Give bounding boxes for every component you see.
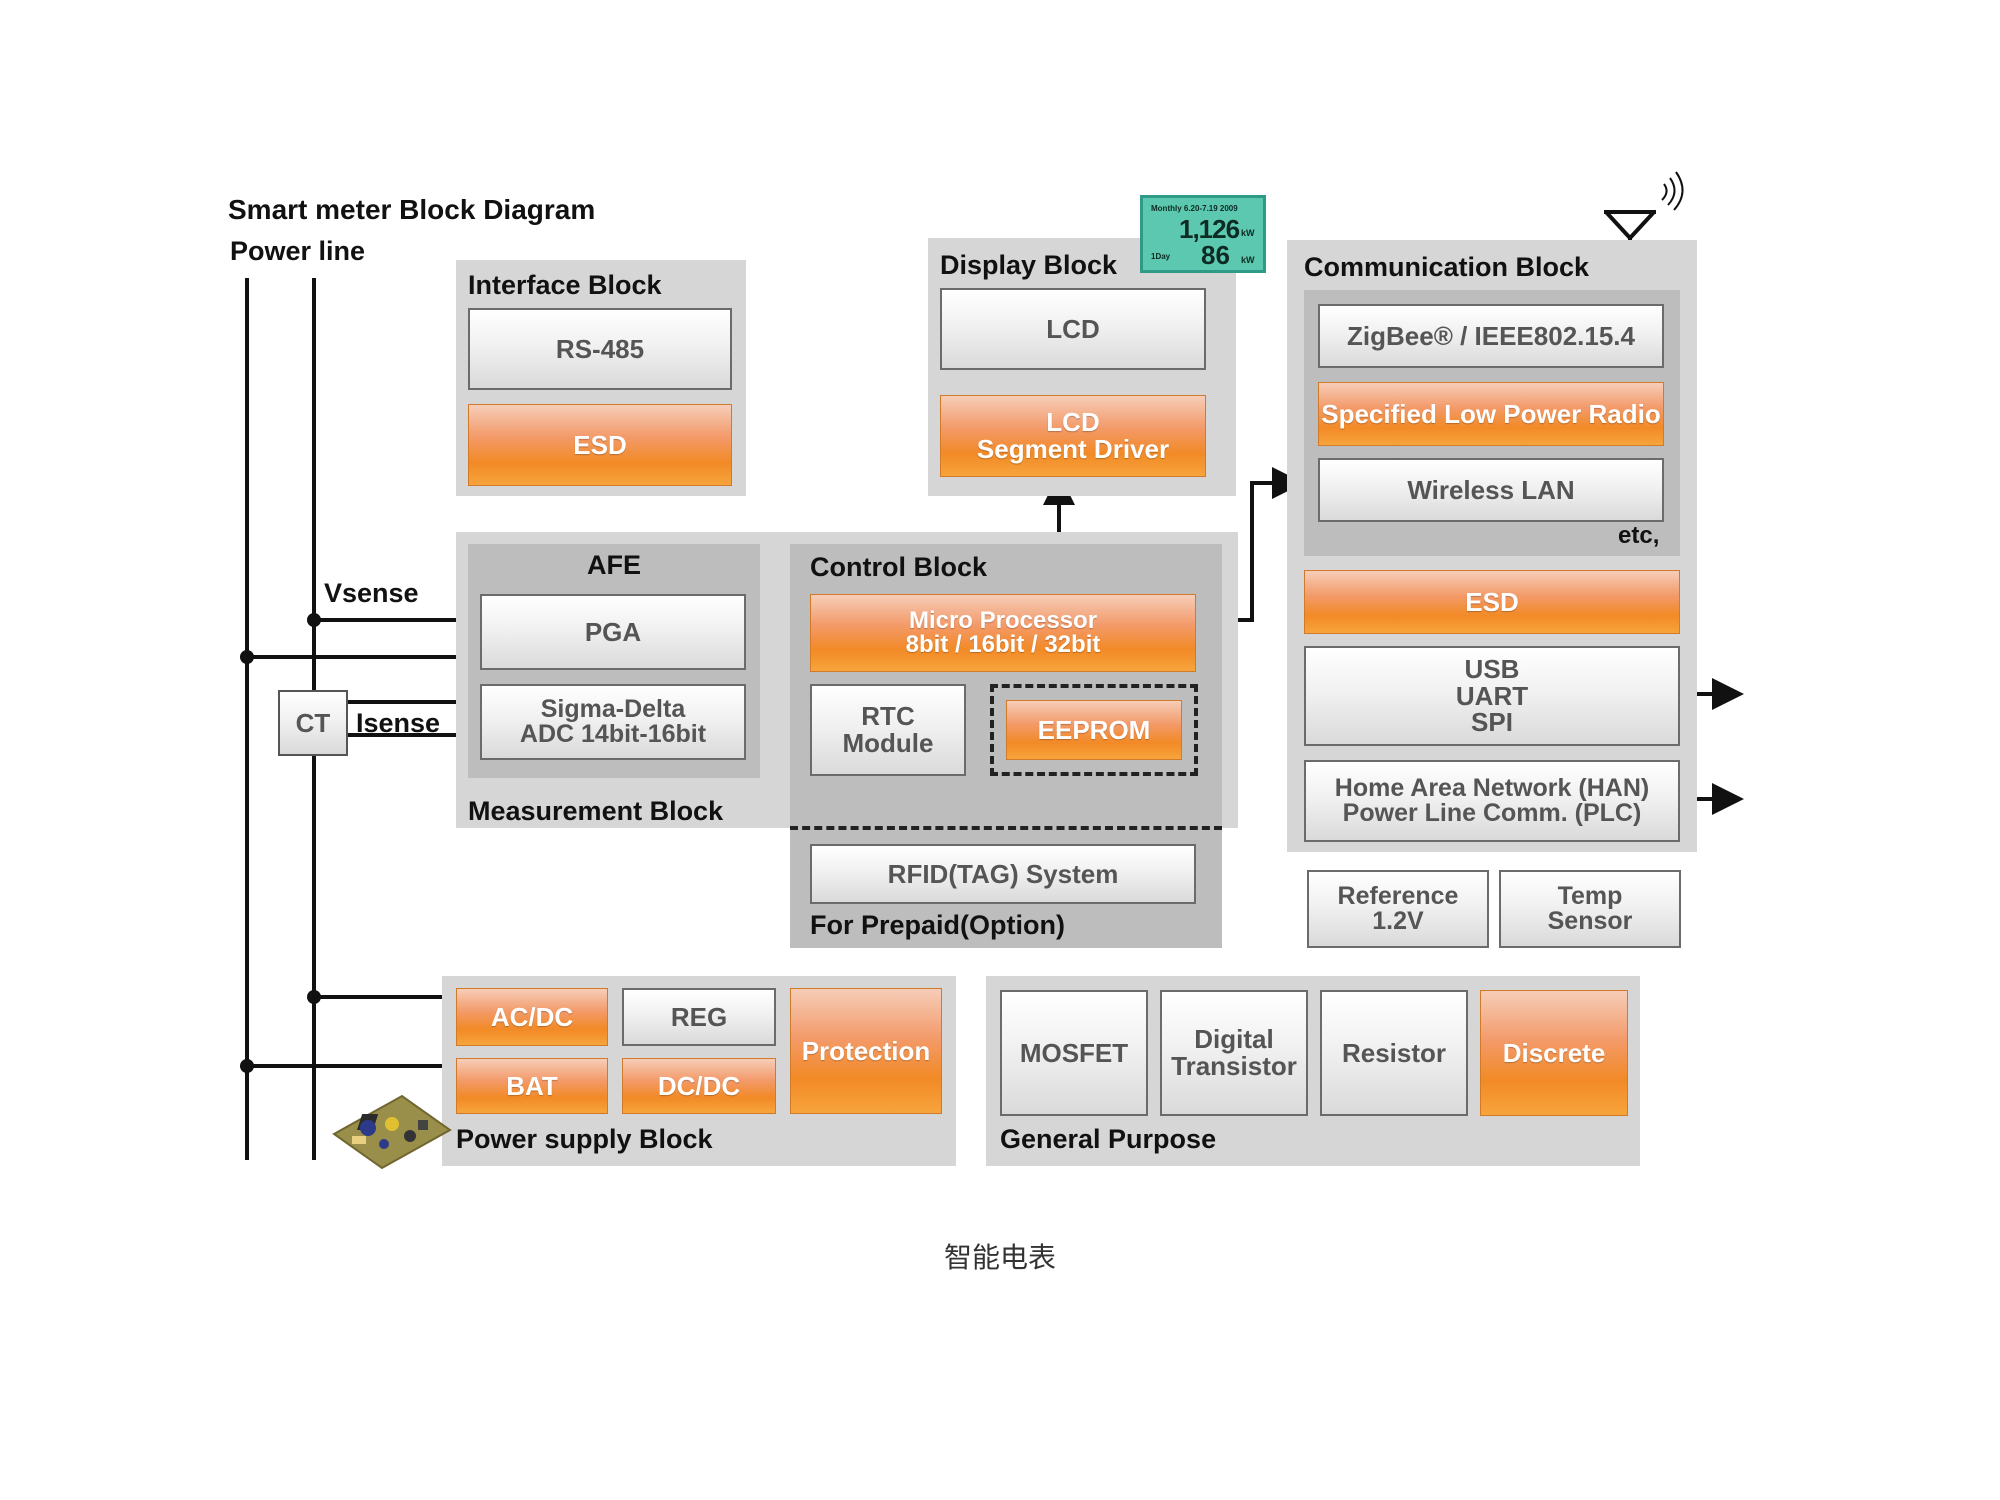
digital-transistor-box: Digital Transistor xyxy=(1160,990,1308,1116)
mosfet-box: MOSFET xyxy=(1000,990,1148,1116)
figure-caption: 智能电表 xyxy=(943,1241,1056,1274)
lcd-panel-image: Monthly 6.20-7.19 2009 1,126 kW 1Day 86 … xyxy=(1140,195,1266,273)
display-block-title: Display Block xyxy=(940,250,1118,280)
prepaid-divider xyxy=(790,826,1222,830)
interface-esd-box: ESD xyxy=(468,404,732,486)
reference-box: Reference 1.2V xyxy=(1307,870,1489,948)
acdc-box: AC/DC xyxy=(456,988,608,1046)
antenna-arm-right xyxy=(1628,210,1656,240)
comm-esd-box: ESD xyxy=(1304,570,1680,634)
ct-box: CT xyxy=(278,690,348,756)
zigbee-box: ZigBee® / IEEE802.15.4 xyxy=(1318,304,1664,368)
vsense-label: Vsense xyxy=(324,578,419,608)
etc-label: etc, xyxy=(1618,522,1660,549)
isense-label: Isense xyxy=(356,708,441,738)
discrete-box: Discrete xyxy=(1480,990,1628,1116)
resistor-box: Resistor xyxy=(1320,990,1468,1116)
power-supply-block-title: Power supply Block xyxy=(456,1124,713,1154)
wireless-lan-box: Wireless LAN xyxy=(1318,458,1664,522)
power-line-label: Power line xyxy=(230,236,366,266)
measurement-block-title: Measurement Block xyxy=(468,796,724,826)
low-power-radio-box: Specified Low Power Radio xyxy=(1318,382,1664,446)
temp-sensor-box: Temp Sensor xyxy=(1499,870,1681,948)
diagram-title: Smart meter Block Diagram xyxy=(228,194,596,225)
lcd-panel-value1: 1,126 xyxy=(1179,214,1240,244)
lcd-panel-line1: Monthly 6.20-7.19 2009 xyxy=(1151,204,1238,213)
reg-box: REG xyxy=(622,988,776,1046)
lcd-panel-line2: 1Day xyxy=(1151,252,1171,261)
lcd-panel-unit2: kW xyxy=(1241,255,1255,265)
micro-processor-box: Micro Processor 8bit / 16bit / 32bit xyxy=(810,594,1196,672)
rtc-module-box: RTC Module xyxy=(810,684,966,776)
junction-dot xyxy=(307,990,321,1004)
afe-title: AFE xyxy=(587,550,641,580)
junction-dot xyxy=(307,613,321,627)
han-plc-box: Home Area Network (HAN) Power Line Comm.… xyxy=(1304,760,1680,842)
eeprom-optional-frame xyxy=(990,684,1198,776)
lcd-panel-value2: 86 xyxy=(1201,240,1230,270)
protection-box: Protection xyxy=(790,988,942,1114)
rs485-box: RS-485 xyxy=(468,308,732,390)
antenna-arm-left xyxy=(1604,210,1632,240)
junction-dot xyxy=(240,650,254,664)
control-block-title: Control Block xyxy=(810,552,988,582)
interface-block-title: Interface Block xyxy=(468,270,662,300)
dcdc-box: DC/DC xyxy=(622,1058,776,1114)
bat-box: BAT xyxy=(456,1058,608,1114)
eeprom-box: EEPROM xyxy=(1006,700,1182,760)
lcd-box: LCD xyxy=(940,288,1206,370)
signal-waves-icon xyxy=(1661,171,1684,211)
pga-box: PGA xyxy=(480,594,746,670)
pcb-board-icon xyxy=(332,1094,452,1170)
lcd-panel-unit1: kW xyxy=(1241,228,1255,238)
prepaid-title: For Prepaid(Option) xyxy=(810,910,1065,940)
adc-box: Sigma-Delta ADC 14bit-16bit xyxy=(480,684,746,760)
rfid-box: RFID(TAG) System xyxy=(810,844,1196,904)
communication-block-title: Communication Block xyxy=(1304,252,1590,282)
junction-dot xyxy=(240,1059,254,1073)
segment-driver-box: LCD Segment Driver xyxy=(940,395,1206,477)
general-purpose-title: General Purpose xyxy=(1000,1124,1217,1154)
usb-uart-spi-box: USB UART SPI xyxy=(1304,646,1680,746)
